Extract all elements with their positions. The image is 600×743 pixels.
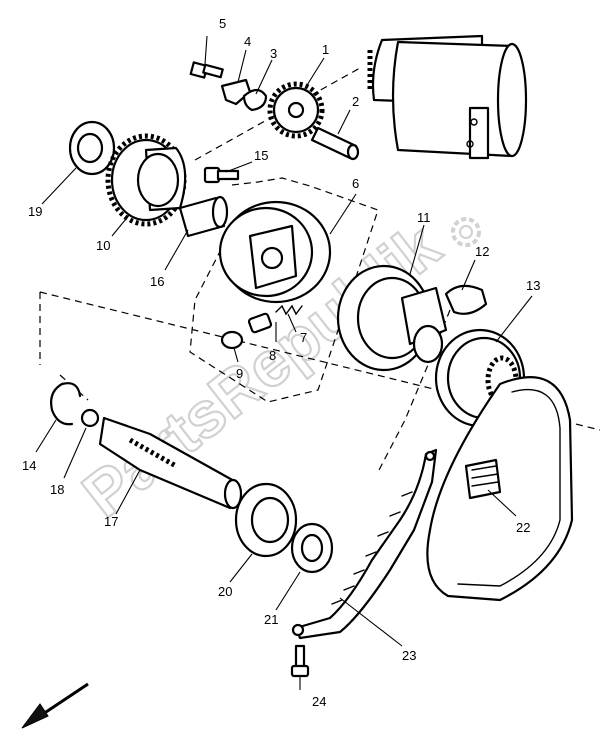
callout-5: 5 [219, 16, 226, 31]
circlip-14 [50, 382, 82, 426]
callout-20: 20 [218, 584, 232, 599]
callout-12: 12 [475, 244, 489, 259]
callout-9: 9 [236, 366, 243, 381]
callout-17: 17 [104, 514, 118, 529]
callout-8: 8 [269, 348, 276, 363]
sleeve-16 [178, 195, 229, 238]
plunger-8 [247, 312, 273, 334]
callout-3: 3 [270, 46, 277, 61]
front-arrow-icon [21, 682, 89, 729]
ball-18 [80, 408, 100, 428]
callout-7: 7 [300, 330, 307, 345]
clutch-housing-11 [336, 264, 448, 372]
callout-numbers: 1 2 3 4 5 6 7 8 9 10 11 12 13 14 15 16 1… [22, 16, 540, 709]
callout-21: 21 [264, 612, 278, 627]
clip-3 [242, 88, 268, 112]
roller-9 [220, 330, 244, 350]
large-gear-10 [105, 133, 187, 227]
bearing-20 [234, 482, 298, 558]
callout-24: 24 [312, 694, 326, 709]
callout-18: 18 [50, 482, 64, 497]
starter-motor [367, 34, 528, 160]
starter-gear-1 [267, 81, 325, 139]
callout-22: 22 [516, 520, 530, 535]
callout-11: 11 [417, 210, 431, 225]
callout-15: 15 [254, 148, 268, 163]
shaft-17 [98, 416, 243, 510]
cap-12 [444, 284, 488, 315]
bolt-5 [189, 61, 224, 79]
clutch-hub-6 [218, 200, 332, 304]
callout-1: 1 [322, 42, 329, 57]
callout-2: 2 [352, 94, 359, 109]
callout-10: 10 [96, 238, 110, 253]
gear-icon [451, 217, 481, 247]
shaft-2 [310, 126, 360, 161]
callout-16: 16 [150, 274, 164, 289]
callout-19: 19 [28, 204, 42, 219]
seal-21 [290, 522, 334, 574]
spring-7 [275, 304, 303, 316]
callout-4: 4 [244, 34, 251, 49]
callout-14: 14 [22, 458, 36, 473]
clutch-group-box [189, 177, 379, 403]
bolt-15 [203, 166, 240, 184]
leader-lines [35, 35, 533, 690]
starter-axis-line [194, 67, 361, 161]
callout-6: 6 [352, 176, 359, 191]
bearing-19 [68, 120, 116, 176]
screw-24 [290, 644, 310, 678]
callout-23: 23 [402, 648, 416, 663]
tensioner-22 [464, 458, 502, 500]
callout-13: 13 [526, 278, 540, 293]
